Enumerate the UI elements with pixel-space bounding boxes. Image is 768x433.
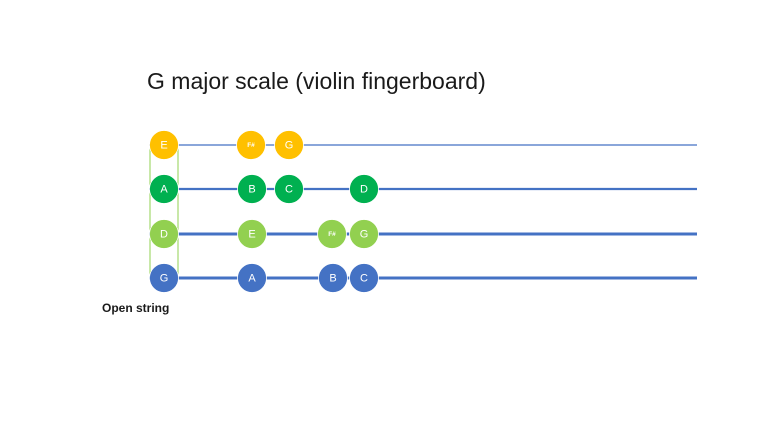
note-label: C <box>360 273 368 285</box>
note-d-0: D <box>149 219 179 249</box>
note-circle <box>349 174 379 204</box>
note-label: D <box>360 184 368 196</box>
note-e-2: G <box>274 130 304 160</box>
note-a-3: D <box>349 174 379 204</box>
note-circle <box>317 219 347 249</box>
note-label: A <box>160 184 168 196</box>
note-circle <box>349 219 379 249</box>
note-label: G <box>285 140 294 152</box>
note-label: E <box>248 229 255 241</box>
note-g-3: C <box>349 263 379 293</box>
note-label: D <box>160 229 168 241</box>
note-label: G <box>160 273 169 285</box>
note-circle <box>274 130 304 160</box>
note-a-0: A <box>149 174 179 204</box>
note-label: B <box>248 184 255 196</box>
note-d-2: F# <box>317 219 347 249</box>
open-string-label: Open string <box>102 301 170 315</box>
note-circle <box>318 263 348 293</box>
string-d: D E F# G <box>149 219 697 249</box>
note-label: F# <box>328 231 336 238</box>
note-label: B <box>329 273 336 285</box>
note-circle <box>149 219 179 249</box>
string-a: A B C D <box>149 174 697 204</box>
note-label: G <box>360 229 369 241</box>
note-circle <box>349 263 379 293</box>
note-circle <box>149 174 179 204</box>
open-string-bracket <box>149 144 179 279</box>
note-d-1: E <box>237 219 267 249</box>
note-circle <box>274 174 304 204</box>
note-circle <box>236 130 266 160</box>
note-e-1: F# <box>236 130 266 160</box>
note-e-0: E <box>149 130 179 160</box>
note-a-1: B <box>237 174 267 204</box>
note-a-2: C <box>274 174 304 204</box>
note-g-1: A <box>237 263 267 293</box>
note-circle <box>149 130 179 160</box>
note-g-0: G <box>149 263 179 293</box>
note-d-3: G <box>349 219 379 249</box>
note-label: C <box>285 184 293 196</box>
note-circle <box>149 263 179 293</box>
string-e: E F# G <box>149 130 697 160</box>
note-g-2: B <box>318 263 348 293</box>
note-circle <box>237 263 267 293</box>
note-circle <box>237 174 267 204</box>
note-label: A <box>248 273 256 285</box>
note-label: E <box>160 140 167 152</box>
diagram-title: G major scale (violin fingerboard) <box>147 68 486 94</box>
note-label: F# <box>247 142 255 149</box>
note-circle <box>237 219 267 249</box>
